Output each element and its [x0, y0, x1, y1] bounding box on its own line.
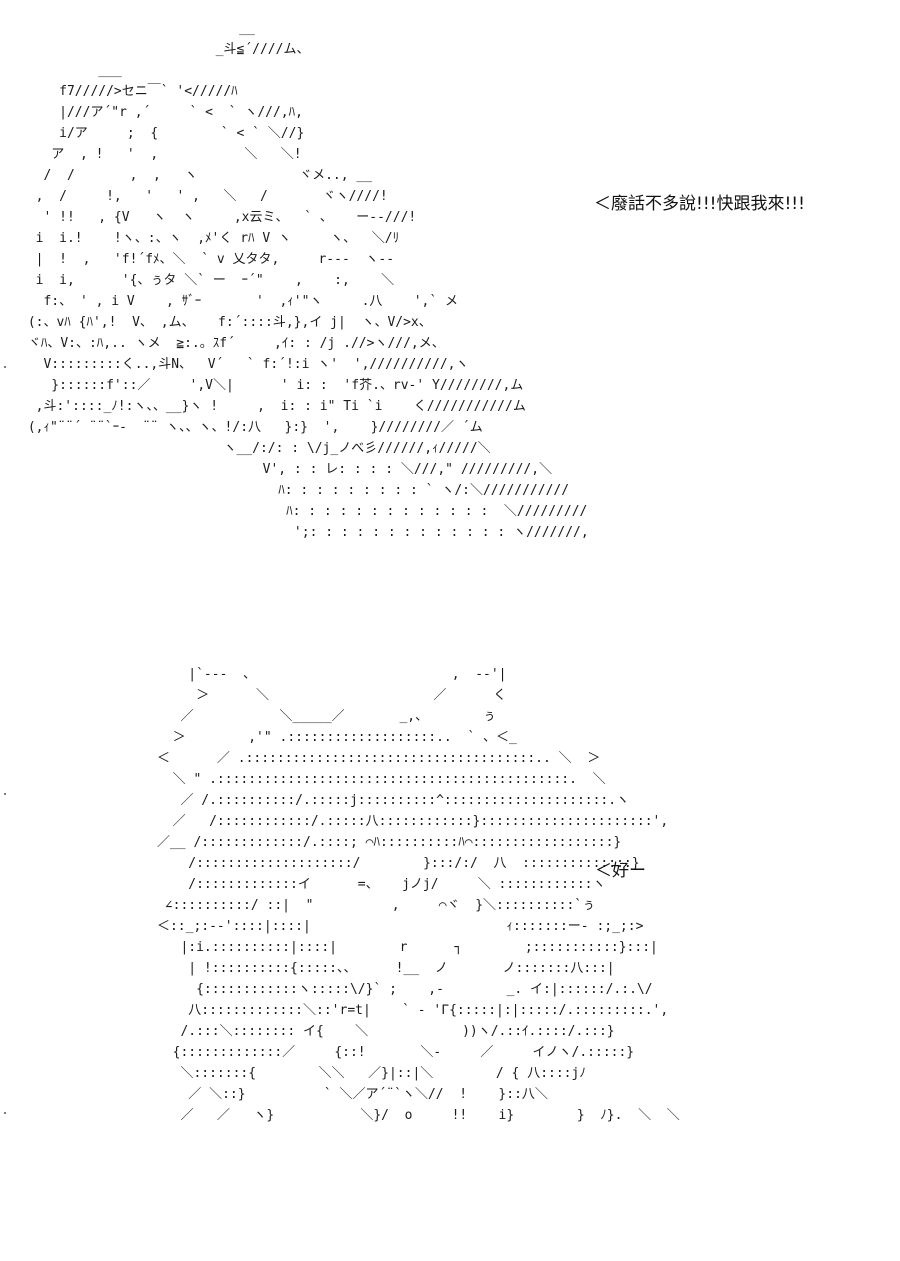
speech-text-bottom: ＜好ー	[595, 861, 646, 881]
margin-dot	[4, 1112, 6, 1114]
speech-text-top: ＜廢話不多說!!!快跟我來!!!	[594, 194, 805, 214]
margin-dot	[4, 793, 6, 795]
ascii-art-character-top: __ _斗≦´////ム、 ___ f7/////>セニ￣` '</////ﾊ …	[27, 21, 589, 540]
margin-dot	[4, 366, 6, 368]
ascii-art-character-bottom: |`--- 、 , --'| ＞ ＼ ／ く ／ ＼_____／ _,、 ぅ ＞…	[156, 667, 680, 1123]
